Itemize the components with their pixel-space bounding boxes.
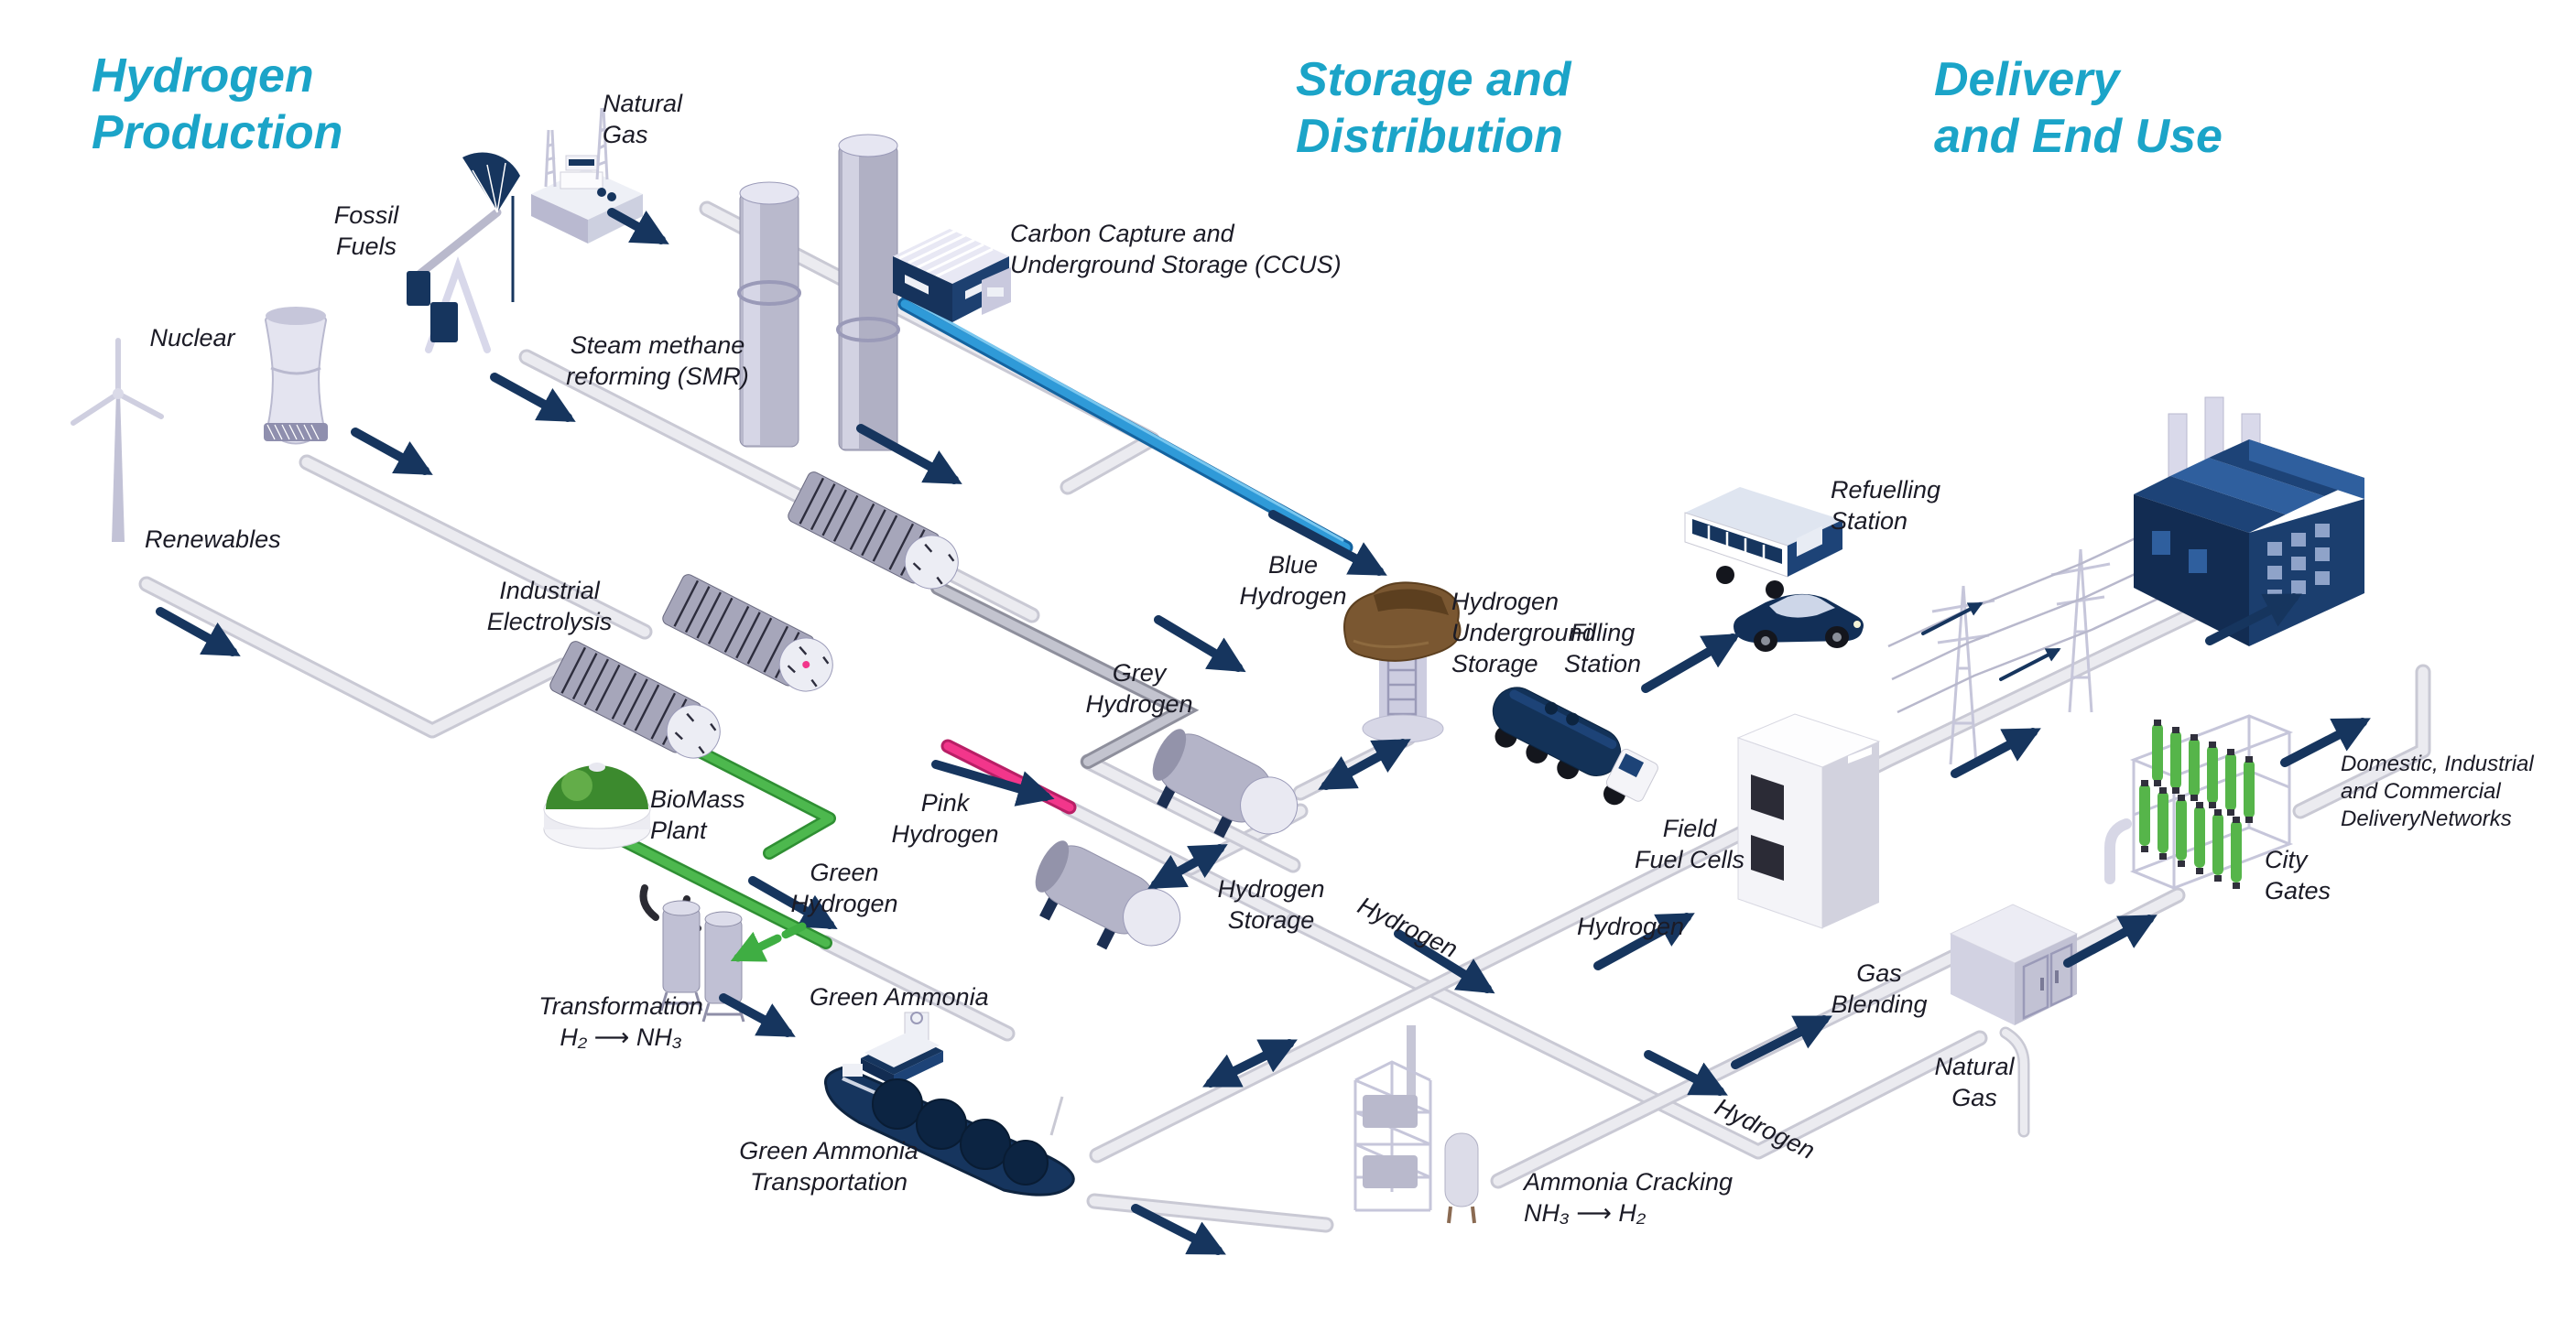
pipe-network (138, 200, 2431, 1233)
section-title-delivery-end-use: Delivery and End Use (1934, 53, 2223, 164)
label-green-hydrogen: Green Hydrogen (790, 859, 898, 918)
flow-arrow (719, 993, 796, 1037)
blue-hydrogen-pipe (897, 297, 1353, 555)
flow-arrow (1951, 728, 2041, 778)
label-city-gates: City Gates (2265, 846, 2331, 905)
label-filling-station: Filling Station (1563, 619, 1642, 678)
underground-storage-icon (1343, 581, 1462, 743)
label-hydrogen-storage: Hydrogen Storage (1217, 875, 1325, 935)
flow-arrow (931, 760, 1055, 807)
label-refuelling-station: Refuelling Station (1831, 476, 1941, 536)
ammonia-plant-icon (861, 1012, 943, 1086)
label-industrial-electrolysis: Industrial Electrolysis (486, 577, 613, 636)
fuel-cell-cabinet-icon (1736, 713, 1881, 929)
green-hydrogen-pipe (605, 744, 836, 949)
factory-icon (2134, 396, 2364, 646)
flow-arrow (1644, 1050, 1728, 1096)
label-pink-hydrogen: Pink Hydrogen (891, 789, 999, 849)
label-hydrogen-flow-fuelcells: Hydrogen (1577, 913, 1685, 940)
biomass-dome-icon (543, 763, 651, 850)
ccus-plant-icon (893, 229, 1011, 322)
electrolyser-icon (549, 641, 721, 759)
electrolyser-icon (662, 574, 833, 692)
tanker-truck-icon (1492, 687, 1658, 806)
flow-arrow (730, 922, 807, 962)
city-gates-icon (2104, 714, 2294, 890)
section-title-hydrogen-production: Hydrogen Production (92, 49, 343, 160)
label-natural-gas-blending: Natural Gas (1934, 1053, 2015, 1112)
label-field-fuel-cells: Field Fuel Cells (1634, 815, 1745, 874)
flow-arrow (607, 208, 669, 244)
wind-turbine-icon (71, 338, 164, 542)
hydrogen-storage-tank-icon (1152, 729, 1299, 839)
label-ccus: Carbon Capture and Underground Storage (… (1010, 220, 1342, 279)
flow-arrow (748, 876, 838, 929)
ammonia-cracking-plant-icon (1353, 1025, 1479, 1224)
label-grey-hydrogen: Grey Hydrogen (1085, 659, 1193, 719)
flow-arrow (1999, 648, 2061, 681)
label-nuclear: Nuclear (149, 324, 235, 352)
flow-arrow (856, 424, 962, 484)
flow-arrow (156, 607, 241, 656)
heat-exchanger-cylinder-icon (788, 471, 959, 590)
power-lines-icon (1887, 522, 2179, 765)
smr-towers-icon (737, 134, 900, 451)
grey-hydrogen-pipe (930, 580, 1200, 769)
flow-arrow (1154, 615, 1246, 673)
label-green-ammonia-transportation: Green Ammonia Transportation (739, 1137, 918, 1196)
flow-arrow (1131, 1204, 1226, 1255)
label-biomass-plant: BioMass Plant (650, 785, 745, 845)
oil-pump-icon (407, 152, 520, 353)
flow-arrow (1268, 510, 1387, 576)
flow-arrow-bidirectional (1147, 844, 1228, 889)
flow-arrows (156, 208, 2371, 1255)
flow-arrow (490, 373, 576, 422)
label-ammonia-cracking-nh3-h2: Ammonia Cracking NH₃ ⟶ H₂ (1524, 1168, 1734, 1228)
hydrogen-storage-tank-icon (1035, 840, 1181, 950)
label-fossil-fuels: Fossil Fuels (333, 201, 399, 261)
label-delivery-networks: Domestic, Industrial and Commercial Deli… (2341, 752, 2534, 832)
flow-arrow (1921, 602, 1984, 635)
nuclear-cooling-tower-icon (264, 307, 328, 445)
label-blue-hydrogen: Blue Hydrogen (1239, 551, 1347, 611)
label-gas-blending: Gas Blending (1831, 959, 1928, 1019)
label-hydrogen-underground-storage: Hydrogen Underground Storage (1451, 588, 1596, 678)
label-renewables: Renewables (145, 525, 281, 553)
label-natural-gas-source: Natural Gas (603, 90, 683, 149)
label-transformation-h2-nh3: Transformation H₂ ⟶ NH₃ (538, 992, 703, 1052)
flow-arrow-bidirectional (1318, 739, 1411, 790)
flow-arrow-bidirectional (1202, 1039, 1298, 1088)
ammonia-ship-icon (823, 1064, 1075, 1196)
flow-arrow (2280, 718, 2371, 767)
section-title-storage-distribution: Storage and Distribution (1296, 53, 1571, 164)
transformation-tanks-icon (639, 884, 745, 1023)
flow-arrow (1394, 929, 1495, 994)
flow-arrow (1641, 633, 1741, 693)
gas-blending-unit-icon (1949, 904, 2079, 1025)
flow-arrow (351, 428, 433, 475)
car-icon (1734, 593, 1864, 652)
bus-icon (1684, 487, 1842, 599)
flow-arrow (1593, 913, 1695, 970)
flow-arrow (2063, 915, 2158, 968)
label-green-ammonia: Green Ammonia (810, 983, 989, 1011)
label-steam-methane-reforming: Steam methane reforming (SMR) (566, 331, 749, 391)
flow-arrow (2205, 593, 2302, 645)
flow-arrow (1731, 1015, 1832, 1069)
